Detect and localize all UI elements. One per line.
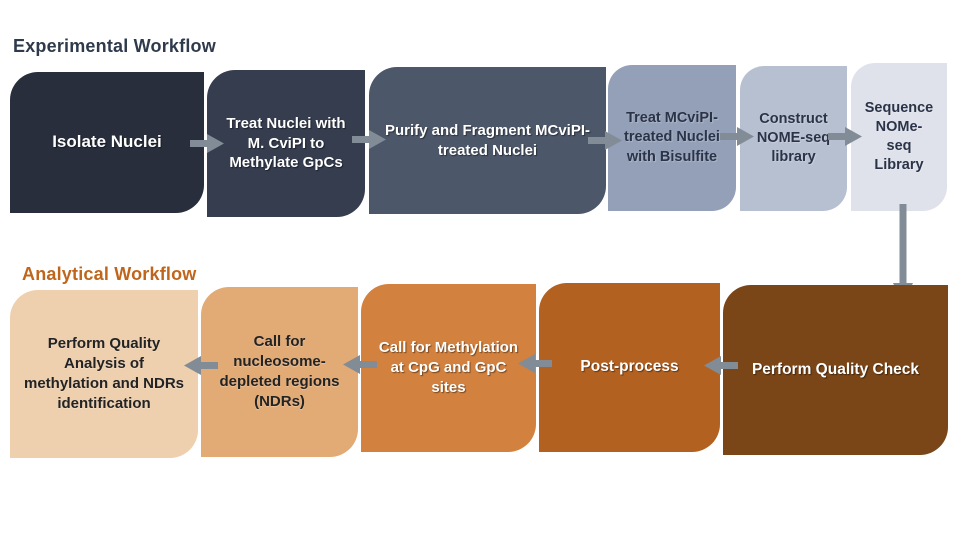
- arrow-left-icon: [518, 354, 552, 373]
- step-purify-fragment: Purify and Fragment MCviPI-treated Nucle…: [369, 67, 606, 214]
- arrow-right-icon: [190, 134, 224, 153]
- step-quality-analysis: Perform Quality Analysis of methylation …: [10, 290, 198, 458]
- arrow-left-icon: [704, 356, 738, 375]
- step-label: Post-process: [580, 358, 679, 376]
- arrow-left-icon: [184, 356, 218, 375]
- step-label: Construct NOME-seq library: [756, 110, 831, 166]
- step-label: Isolate Nuclei: [52, 132, 162, 152]
- step-label: Call for Methylation at CpG and GpC site…: [378, 339, 519, 396]
- step-label: Perform Quality Analysis of methylation …: [23, 335, 185, 412]
- arrow-right-icon: [720, 127, 754, 146]
- experimental-workflow-title: Experimental Workflow: [13, 36, 216, 56]
- arrow-right-icon: [588, 131, 622, 150]
- step-label: Call for nucleosome-depleted regions (ND…: [219, 333, 340, 410]
- arrow-right-icon: [352, 130, 386, 149]
- step-call-ndrs: Call for nucleosome-depleted regions (ND…: [201, 287, 358, 457]
- step-label: Sequence NOMe-seq Library: [864, 99, 934, 174]
- step-label: Treat Nuclei with M. CviPI to Methylate …: [226, 114, 346, 172]
- step-label: Perform Quality Check: [751, 360, 920, 378]
- step-sequence-library: Sequence NOMe-seq Library: [851, 63, 947, 211]
- arrow-left-icon: [343, 355, 377, 374]
- arrow-right-icon: [828, 127, 862, 146]
- analytical-workflow-title: Analytical Workflow: [22, 264, 197, 284]
- step-post-process: Post-process: [539, 283, 720, 452]
- step-quality-check: Perform Quality Check: [723, 285, 948, 455]
- step-label: Treat MCviPI-treated Nuclei with Bisulfi…: [624, 110, 720, 165]
- step-treat-nuclei-mcvipi: Treat Nuclei with M. CviPI to Methylate …: [207, 70, 365, 217]
- step-isolate-nuclei: Isolate Nuclei: [10, 72, 204, 213]
- step-call-methylation: Call for Methylation at CpG and GpC site…: [361, 284, 536, 452]
- step-bisulfite-treat: Treat MCviPI-treated Nuclei with Bisulfi…: [608, 65, 736, 211]
- step-label: Purify and Fragment MCviPI-treated Nucle…: [384, 121, 591, 159]
